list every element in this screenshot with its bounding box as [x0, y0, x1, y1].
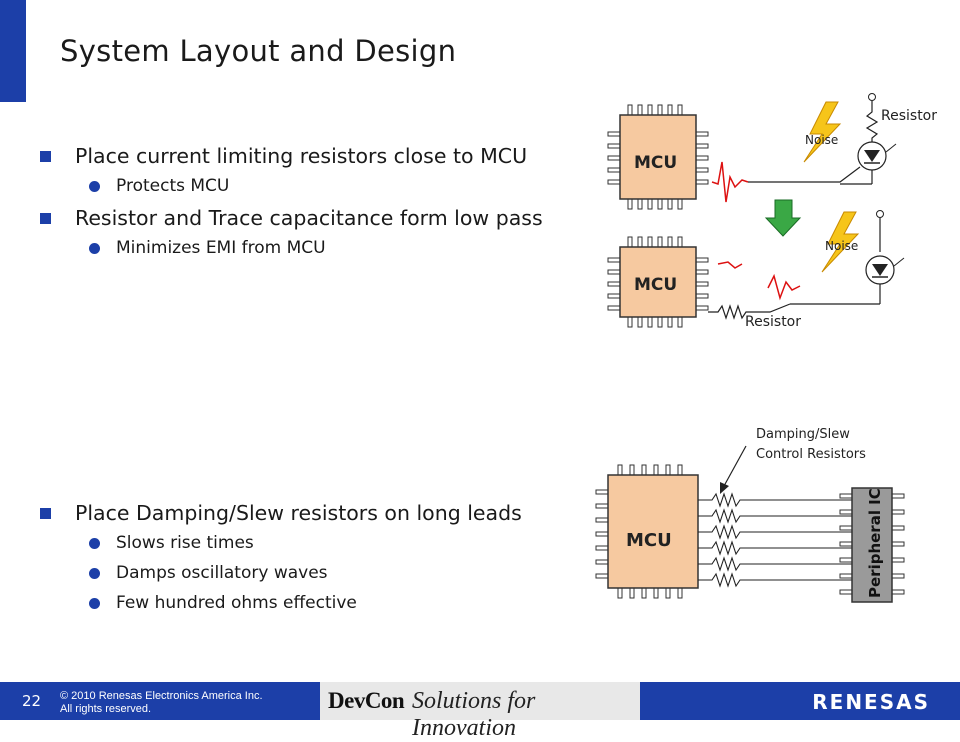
copyright-line1: © 2010 Renesas Electronics America Inc. — [60, 690, 263, 702]
resistor-led-circuit — [840, 93, 897, 185]
bullet-list-bottom: Place Damping/Slew resistors on long lea… — [40, 500, 580, 622]
resistor-label: Resistor — [745, 314, 801, 330]
resistor-label: Resistor — [881, 108, 937, 124]
sub-bullet-item: Few hundred ohms effective — [40, 592, 580, 614]
filtered-wave — [717, 261, 743, 269]
noise-label: Noise — [825, 239, 858, 253]
led-circuit — [790, 210, 905, 305]
current-limiting-diagram: MCU Noise Resistor MCU Resistor Nois — [607, 93, 937, 330]
noise-wave — [767, 273, 801, 301]
lightning-bolt-icon — [821, 211, 860, 273]
noise-label: Noise — [805, 133, 838, 147]
mcu-chip-slew: MCU — [595, 464, 699, 599]
mcu-label: MCU — [626, 530, 672, 551]
footer-right-panel: RENESAS — [640, 682, 960, 720]
mcu-chip-bottom: MCU — [607, 236, 709, 328]
resistor-zigzag — [708, 303, 791, 320]
page-number: 22 — [22, 692, 42, 710]
callout-line1: Damping/Slew — [756, 427, 850, 442]
devcon-logo: DevCon — [328, 688, 405, 713]
mcu-chip-top: MCU — [607, 104, 709, 210]
renesas-logo: RENESAS — [812, 690, 930, 714]
bullet-item: Place current limiting resistors close t… — [40, 143, 580, 169]
callout-line2: Control Resistors — [756, 447, 866, 462]
slew-resistor-lines — [698, 492, 852, 588]
sub-bullet-item: Protects MCU — [40, 175, 580, 197]
mcu-label: MCU — [634, 153, 677, 173]
peripheral-label: Peripheral IC — [866, 488, 884, 598]
bullet-list-top: Place current limiting resistors close t… — [40, 143, 580, 267]
damping-slew-diagram: Damping/Slew Control Resistors MCU — [595, 427, 905, 603]
copyright-line2: All rights reserved. — [60, 703, 152, 715]
slide-footer: 22 © 2010 Renesas Electronics America In… — [0, 682, 960, 741]
trace-line — [748, 166, 861, 183]
lightning-bolt-icon — [803, 101, 842, 163]
footer-brand-panel: DevCon Solutions for Innovation — [320, 682, 640, 741]
down-arrow-icon — [764, 199, 802, 237]
callout-arrowhead — [720, 482, 729, 494]
title-accent-bar — [0, 0, 26, 102]
slide-title: System Layout and Design — [60, 34, 457, 68]
sub-bullet-item: Damps oscillatory waves — [40, 562, 580, 584]
peripheral-ic: Peripheral IC — [839, 487, 905, 603]
footer-left-panel: 22 © 2010 Renesas Electronics America In… — [0, 682, 320, 720]
sub-bullet-item: Minimizes EMI from MCU — [40, 237, 580, 259]
bullet-item: Place Damping/Slew resistors on long lea… — [40, 500, 580, 526]
bullet-item: Resistor and Trace capacitance form low … — [40, 205, 580, 231]
sub-bullet-item: Slows rise times — [40, 532, 580, 554]
noise-wave — [711, 161, 749, 203]
callout-arrow — [723, 445, 747, 487]
mcu-label: MCU — [634, 275, 677, 295]
tagline: Solutions for Innovation — [412, 688, 536, 741]
